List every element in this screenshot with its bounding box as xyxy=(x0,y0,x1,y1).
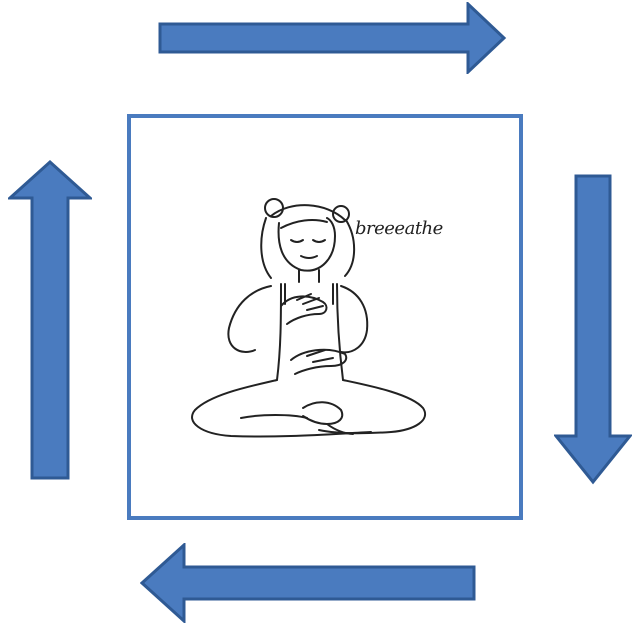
breathe-caption: breeeathe xyxy=(355,218,443,239)
arrow-up-icon xyxy=(8,160,92,480)
seated-meditating-person-icon xyxy=(131,118,519,516)
arrow-down-icon xyxy=(554,174,632,486)
arrow-right-icon xyxy=(158,2,508,74)
illustration-frame: breeeathe xyxy=(127,114,523,520)
arrow-left-icon xyxy=(140,543,476,623)
